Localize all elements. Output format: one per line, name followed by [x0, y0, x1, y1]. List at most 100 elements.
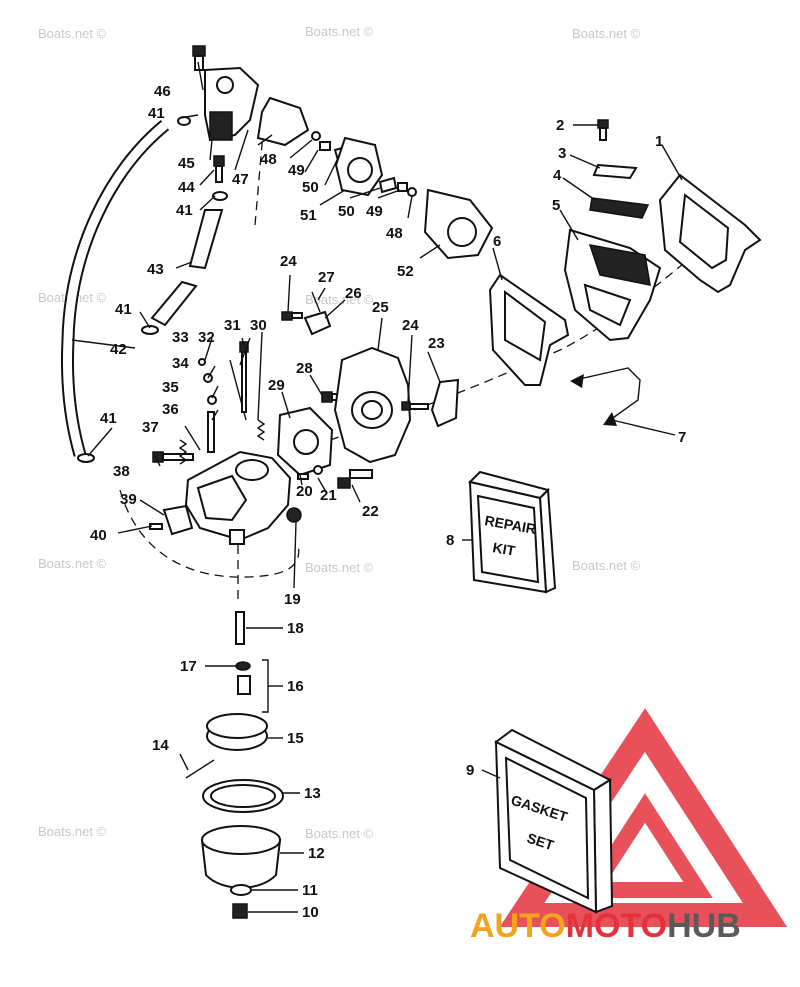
- callout-24b: 24: [402, 317, 419, 334]
- pump-cover-part-52: [423, 188, 494, 260]
- gasket-set-box: GASKET SET: [494, 728, 614, 914]
- callout-6: 6: [493, 233, 501, 250]
- reed-stop-part-4: [589, 197, 650, 219]
- reed-plate-part-3: [592, 163, 638, 180]
- diaphragm-part-50b: [378, 176, 398, 194]
- callout-25: 25: [372, 299, 389, 316]
- hose-part-7: [570, 367, 641, 426]
- callout-7: 7: [678, 429, 686, 446]
- float-part-15: [206, 713, 268, 751]
- callout-46: 46: [154, 83, 171, 100]
- callout-19: 19: [284, 591, 301, 608]
- logo-text-moto: MOTO: [566, 907, 667, 945]
- callout-26: 26: [345, 285, 362, 302]
- gasket-part-47: [256, 96, 310, 147]
- washer-part-48b: [407, 187, 417, 197]
- callout-41d: 41: [100, 410, 117, 427]
- washer-part-19: [286, 507, 302, 523]
- gasket-part-29: [276, 406, 334, 477]
- watermark: Boats.net ©: [305, 826, 374, 841]
- callout-35: 35: [162, 379, 179, 396]
- link-part-23: [430, 378, 460, 428]
- gasket-part-13: [202, 779, 284, 813]
- callout-10: 10: [302, 904, 319, 921]
- watermark: Boats.net ©: [305, 24, 374, 39]
- watermark: Boats.net ©: [572, 26, 641, 41]
- callout-18: 18: [287, 620, 304, 637]
- carburetor-body: [184, 450, 292, 545]
- repair-kit-label: KIT: [491, 539, 516, 559]
- callout-2: 2: [556, 117, 564, 134]
- callout-36: 36: [162, 401, 179, 418]
- callout-48b: 48: [386, 225, 403, 242]
- watermark: Boats.net ©: [38, 26, 107, 41]
- washer-part-35: [207, 395, 217, 405]
- callout-42: 42: [110, 341, 127, 358]
- callout-20: 20: [296, 483, 313, 500]
- gasket-part-6: [488, 273, 570, 386]
- callout-41a: 41: [148, 105, 165, 122]
- watermarks: Boats.net © Boats.net © Boats.net © Boat…: [38, 24, 641, 841]
- lever-part-26: [303, 310, 332, 336]
- watermark: Boats.net ©: [38, 824, 107, 839]
- callout-8: 8: [446, 532, 454, 549]
- callout-41b: 41: [176, 202, 193, 219]
- logo: AUTOMOTOHUB: [470, 907, 741, 945]
- hose-part-42: [61, 119, 170, 457]
- callout-49a: 49: [288, 162, 305, 179]
- callout-49b: 49: [366, 203, 383, 220]
- callout-44: 44: [178, 179, 195, 196]
- check-part-49b: [397, 182, 408, 192]
- callout-29: 29: [268, 377, 285, 394]
- spring-part-37: [178, 439, 188, 465]
- callout-50b: 50: [338, 203, 355, 220]
- callout-34: 34: [172, 355, 189, 372]
- logo-text: AUTOMOTOHUB: [470, 907, 741, 945]
- washer-part-17: [235, 661, 251, 671]
- callout-1: 1: [655, 133, 663, 150]
- callout-52: 52: [397, 263, 414, 280]
- spring-part-27: [311, 291, 321, 313]
- callout-33: 33: [172, 329, 189, 346]
- bolt-part-22: [337, 469, 373, 489]
- pump-body-part-51: [334, 136, 384, 197]
- callout-15: 15: [287, 730, 304, 747]
- check-part-49a: [319, 141, 331, 151]
- logo-text-auto: AUTO: [470, 907, 566, 945]
- callout-47: 47: [232, 171, 249, 188]
- needle-part-18: [235, 611, 245, 645]
- callout-37: 37: [142, 419, 159, 436]
- callout-numbers: 1 2 3 4 5 6 7 8 9 10 11 12 13 14 15 16 1…: [90, 83, 686, 921]
- repair-kit-box: REPAIR KIT: [468, 470, 557, 594]
- screw-part-38: [152, 451, 194, 463]
- watermark: Boats.net ©: [305, 292, 374, 307]
- valve-part-21: [313, 465, 323, 475]
- bowl-part-12: [200, 825, 282, 889]
- callout-30: 30: [250, 317, 267, 334]
- watermark: Boats.net ©: [572, 558, 641, 573]
- callout-9: 9: [466, 762, 474, 779]
- callout-27: 27: [318, 269, 335, 286]
- gasket-part-1: [658, 173, 762, 294]
- callout-13: 13: [304, 785, 321, 802]
- screw-part-2: [597, 119, 609, 141]
- plug-part-33: [198, 358, 206, 366]
- watermark: Boats.net ©: [38, 556, 107, 571]
- washer-part-48a: [311, 131, 321, 141]
- callout-21: 21: [320, 487, 337, 504]
- screw-part-31: [239, 341, 249, 413]
- callout-11: 11: [302, 882, 318, 899]
- leader-lines: [71, 61, 683, 913]
- needle-part-36: [207, 411, 215, 453]
- logo-text-hub: HUB: [667, 907, 741, 945]
- callout-31: 31: [224, 317, 241, 334]
- reed-block-part-5: [563, 228, 662, 342]
- callout-23: 23: [428, 335, 445, 352]
- callout-16: 16: [287, 678, 304, 695]
- callout-3: 3: [558, 145, 566, 162]
- callout-38: 38: [113, 463, 130, 480]
- screw-part-10: [232, 903, 248, 919]
- callout-43: 43: [147, 261, 164, 278]
- callout-40: 40: [90, 527, 107, 544]
